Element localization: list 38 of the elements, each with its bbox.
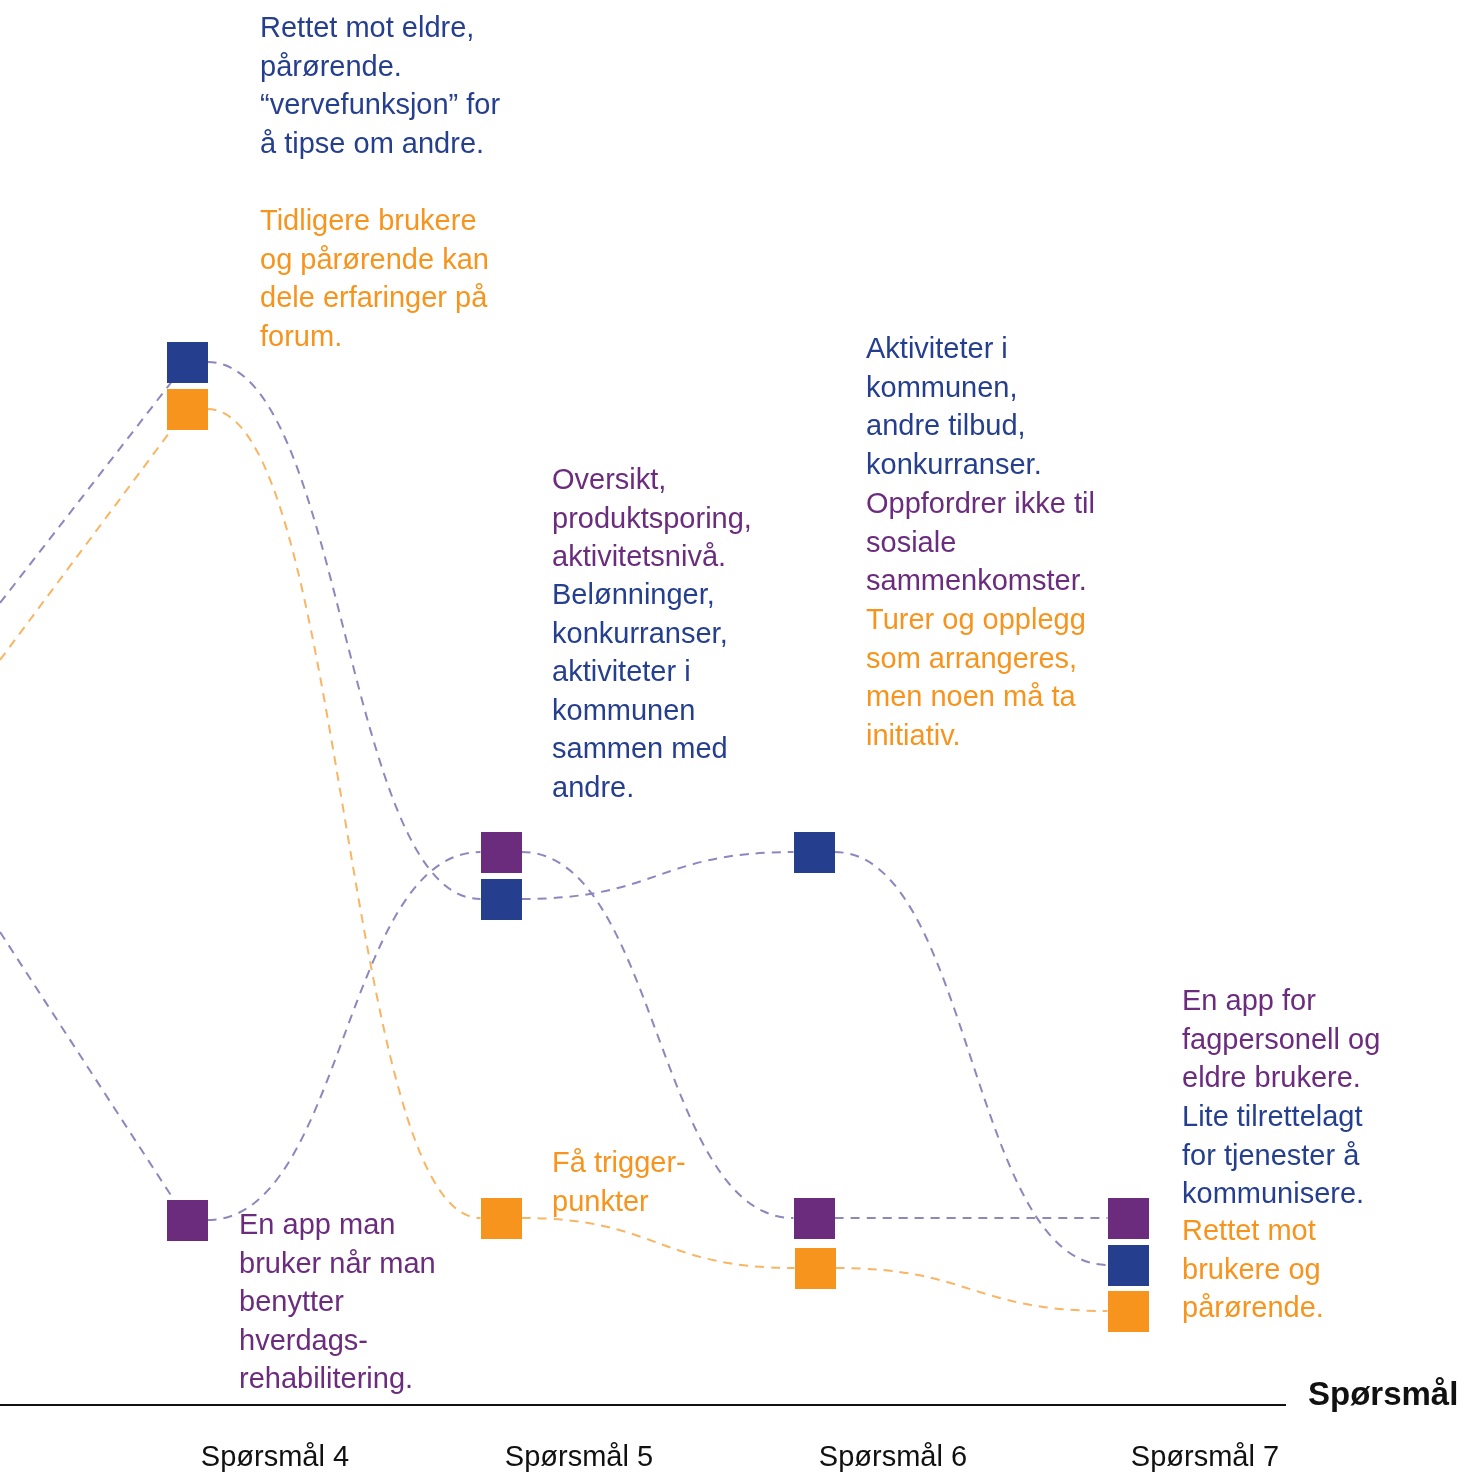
- dashed-connector: [0, 381, 173, 604]
- annotation-text: Oppfordrer ikke til sosiale sammenkomster.: [866, 486, 1096, 598]
- axis-tick-label: Spørsmål 6: [817, 1439, 969, 1474]
- square-marker: [1107, 1290, 1149, 1332]
- square-marker: [166, 388, 208, 430]
- annotation-text: Belønninger, konkurranser, aktiviteter i kommunen sammen med andre.: [552, 577, 729, 805]
- annotation-text: En app for fagpersonell og eldre brukere.: [1182, 983, 1382, 1095]
- square-marker: [166, 1199, 208, 1241]
- dashed-connector: [206, 851, 482, 1221]
- annotation-text: Rettet mot eldre, pårørende. “vervefunksjon” for å tipse om andre.: [260, 10, 502, 161]
- dashed-connector: [834, 1267, 1109, 1312]
- annotation-text: Turer og opplegg som arrangeres, men noen må ta initiativ.: [866, 602, 1087, 753]
- square-marker: [480, 1197, 522, 1239]
- annotation-text: Aktiviteter i kommunen, andre tilbud, konkurranser.: [866, 331, 1043, 482]
- square-marker: [480, 831, 522, 873]
- axis-tick-label: Spørsmål 5: [503, 1439, 655, 1474]
- square-marker: [1107, 1197, 1149, 1239]
- dashed-connector: [206, 408, 482, 1219]
- dashed-connector: [520, 851, 795, 900]
- dashed-connector: [520, 1217, 796, 1269]
- square-marker: [793, 1197, 835, 1239]
- square-marker: [794, 1247, 836, 1289]
- dashed-connector: [833, 851, 1109, 1266]
- annotation-text: Lite tilrettelagt for tjenester å kommunisere.: [1182, 1099, 1366, 1211]
- square-marker: [1107, 1244, 1149, 1286]
- annotation-text: Få trigger- punkter: [552, 1145, 687, 1219]
- axis-tick-label: Spørsmål 7: [1129, 1439, 1281, 1474]
- annotation-text: En app man bruker når man benytter hverdags- rehabilitering.: [239, 1207, 437, 1396]
- axis-tick-label: Spørsmål 4: [199, 1439, 351, 1474]
- annotation-text: Rettet mot brukere og pårørende.: [1182, 1213, 1325, 1325]
- square-marker: [793, 831, 835, 873]
- dashed-connector: [206, 361, 482, 900]
- square-marker: [480, 878, 522, 920]
- annotation-text: Oversikt, produktsporing, aktivitetsnivå.: [552, 462, 753, 574]
- dashed-connector: [520, 851, 795, 1219]
- square-marker: [166, 341, 208, 383]
- annotation-text: Tidligere brukere og pårørende kan dele erfaringer på forum.: [260, 203, 490, 354]
- axis-title: Spørsmål: [1308, 1374, 1460, 1414]
